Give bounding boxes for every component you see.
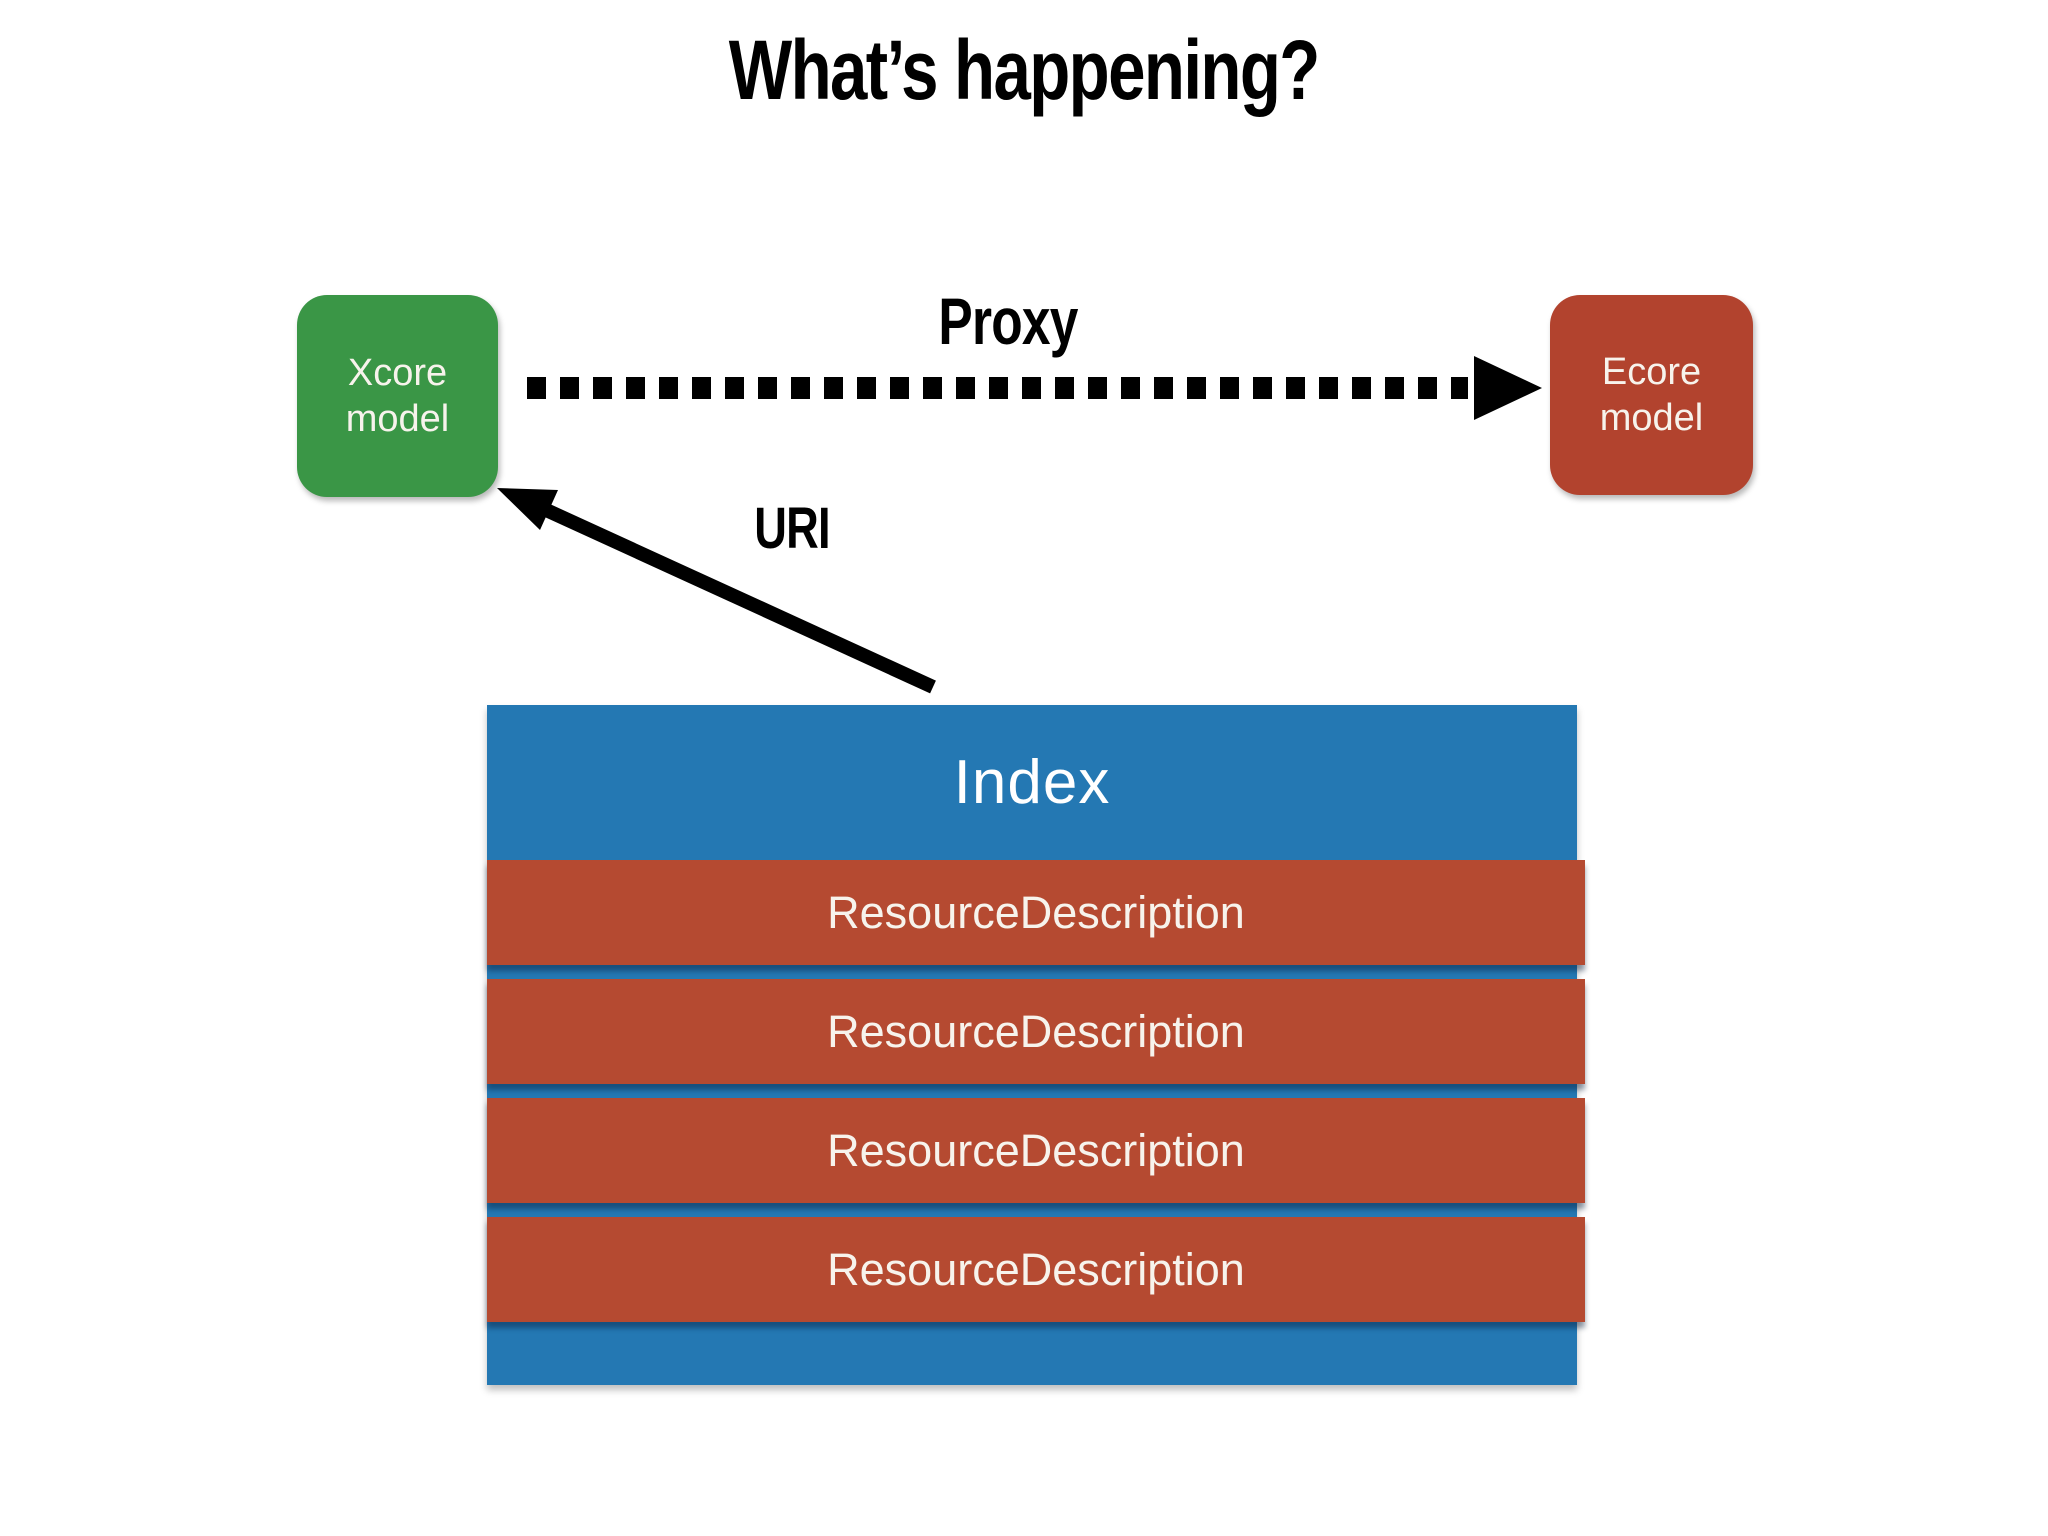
resource-description-row: ResourceDescription	[487, 979, 1585, 1084]
index-header: Index	[487, 705, 1577, 860]
proxy-arrow	[527, 356, 1542, 420]
proxy-arrowhead-icon	[1474, 356, 1542, 420]
uri-edge-label: URI	[754, 496, 830, 561]
uri-arrowhead-icon	[497, 488, 558, 530]
resource-description-label: ResourceDescription	[827, 1124, 1245, 1176]
resource-description-row: ResourceDescription	[487, 1217, 1585, 1322]
resource-description-label: ResourceDescription	[827, 1243, 1245, 1295]
resource-description-label: ResourceDescription	[827, 1005, 1245, 1057]
slide-title: What’s happening?	[0, 22, 2048, 119]
proxy-edge-label: Proxy	[938, 284, 1078, 358]
slide-title-text: What’s happening?	[728, 23, 1321, 117]
node-ecore-model: Ecore model	[1550, 295, 1753, 495]
node-ecore-label: Ecore model	[1599, 350, 1704, 439]
resource-description-label: ResourceDescription	[827, 886, 1245, 938]
uri-arrow	[497, 488, 936, 694]
node-xcore-model: Xcore model	[297, 295, 498, 497]
resource-description-row: ResourceDescription	[487, 860, 1585, 965]
node-xcore-label: Xcore model	[345, 351, 450, 440]
index-stack: Index ResourceDescription ResourceDescri…	[487, 705, 1585, 1385]
index-header-label: Index	[953, 748, 1111, 817]
resource-description-row: ResourceDescription	[487, 1098, 1585, 1203]
